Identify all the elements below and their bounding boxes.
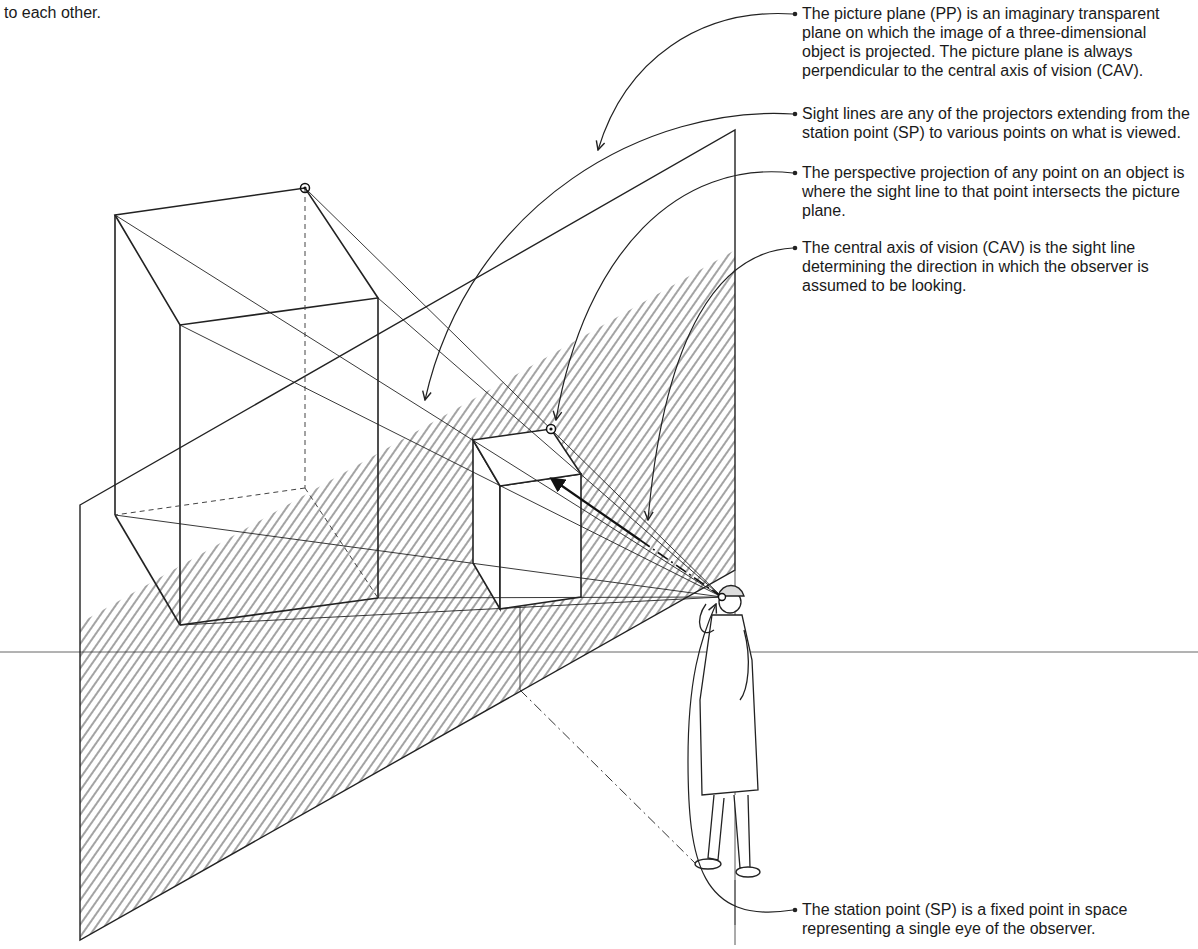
hidden-edge <box>305 188 306 488</box>
leader-dot <box>793 171 798 176</box>
annotation-text: The perspective projection of any point … <box>802 163 1192 220</box>
ground-projection-line <box>520 690 700 868</box>
plumb-line <box>735 880 736 945</box>
leader-line <box>598 14 793 150</box>
annotation-text: The central axis of vision (CAV) is the … <box>802 238 1192 295</box>
projected-face <box>500 474 581 609</box>
projected-face <box>473 429 581 486</box>
observer-coat <box>700 615 758 795</box>
observer-figure <box>695 586 760 878</box>
hidden-edge <box>115 488 305 515</box>
hidden-edge <box>305 488 378 598</box>
cube-edge <box>377 298 379 598</box>
cut-off-text: to each other. <box>4 3 304 22</box>
cube-edge <box>179 325 181 625</box>
observer-foot <box>736 867 760 877</box>
sight-line <box>115 215 722 597</box>
leader-dot <box>793 12 798 17</box>
sight-line <box>378 298 722 597</box>
leader-dot <box>793 246 798 251</box>
object-cube <box>115 188 378 625</box>
leader-line <box>688 604 793 912</box>
sight-line <box>115 515 722 597</box>
leader-dot <box>793 908 798 913</box>
observer-arm <box>740 630 748 700</box>
cube-edge <box>115 515 180 625</box>
cav-arrow <box>552 479 640 540</box>
leader-line <box>425 113 793 400</box>
sight-line <box>378 597 722 598</box>
picture-plane <box>80 130 735 940</box>
station-point <box>719 594 726 601</box>
sight-line <box>305 188 722 597</box>
observer-leg <box>708 795 724 860</box>
annotation-text: Sight lines are any of the projectors ex… <box>802 104 1192 142</box>
leader-lines <box>425 14 793 913</box>
leader-line <box>648 248 793 520</box>
cube-top-face <box>115 188 378 325</box>
leader-line <box>556 172 793 420</box>
cube-edge <box>114 215 116 515</box>
leader-dots <box>793 12 798 913</box>
projected-point <box>547 425 556 434</box>
annotation-text: The station point (SP) is a fixed point … <box>802 900 1192 938</box>
sight-lines <box>115 188 722 625</box>
observer-leg <box>734 795 750 868</box>
cav-line <box>640 540 722 597</box>
sight-line <box>180 325 722 597</box>
cube-hidden-edges <box>115 188 378 598</box>
sight-line <box>180 597 722 625</box>
plane-hatching <box>80 250 735 940</box>
annotation-text: The picture plane (PP) is an imaginary t… <box>802 4 1192 80</box>
leader-dot <box>793 112 798 117</box>
cube-edge <box>180 598 378 625</box>
projected-point-dot <box>549 427 552 430</box>
projected-image <box>473 429 581 609</box>
